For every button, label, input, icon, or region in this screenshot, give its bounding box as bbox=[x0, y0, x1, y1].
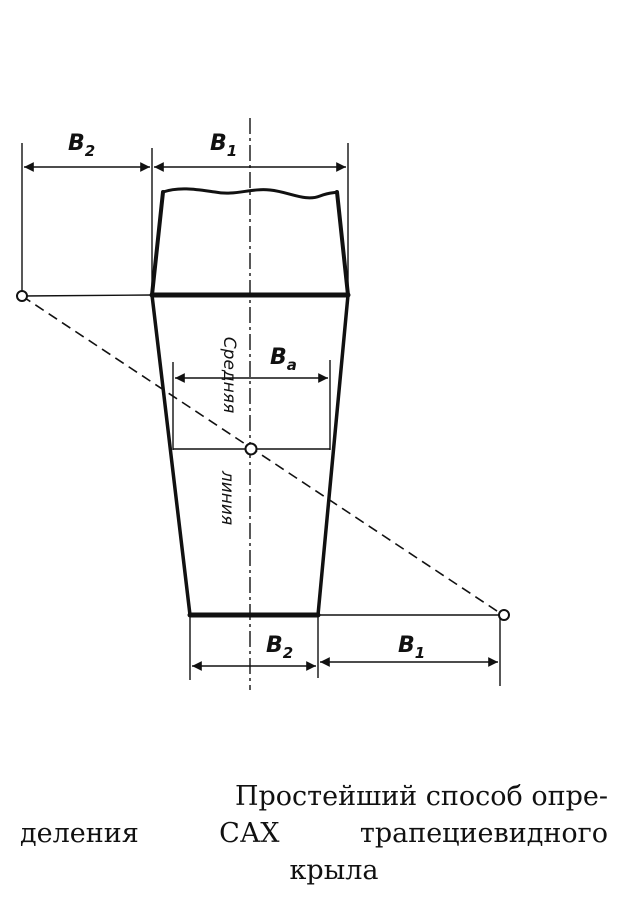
caption-line-2: деления САХ трапециевидного bbox=[20, 818, 608, 849]
wing-upper-edge-wavy bbox=[161, 187, 339, 200]
label-bottom-b2: B2 bbox=[266, 633, 293, 662]
wing-outline bbox=[149, 187, 351, 618]
label-bottom-b1: B1 bbox=[398, 633, 425, 662]
wing-upper-right-side bbox=[335, 190, 350, 297]
wing-right-side bbox=[316, 293, 350, 617]
dimension-arrows bbox=[24, 162, 498, 671]
wing-upper-left-side bbox=[150, 190, 165, 297]
label-top-b1: B1 bbox=[210, 131, 237, 160]
point-left-end bbox=[16, 290, 28, 302]
mid-line-label-word2: линия bbox=[217, 470, 237, 525]
mid-line-label-word1: Средняя bbox=[219, 337, 239, 413]
extension-lines bbox=[21, 143, 501, 686]
diagonal-construction-line bbox=[21, 295, 504, 616]
label-mac-ba: Ba bbox=[270, 345, 297, 374]
point-right-end bbox=[498, 609, 510, 621]
point-mac-center bbox=[244, 442, 258, 456]
caption-line-1: Простейший способ опре- bbox=[234, 781, 608, 812]
caption-line-3: крыла bbox=[289, 855, 379, 886]
wing-left-side bbox=[150, 293, 192, 617]
wing-diagram: B2 B1 Ba B2 B1 Средняя линия bbox=[16, 118, 510, 690]
figure-caption: Простейший способ опре- деления САХ трап… bbox=[20, 778, 608, 889]
label-top-b2: B2 bbox=[68, 131, 95, 160]
